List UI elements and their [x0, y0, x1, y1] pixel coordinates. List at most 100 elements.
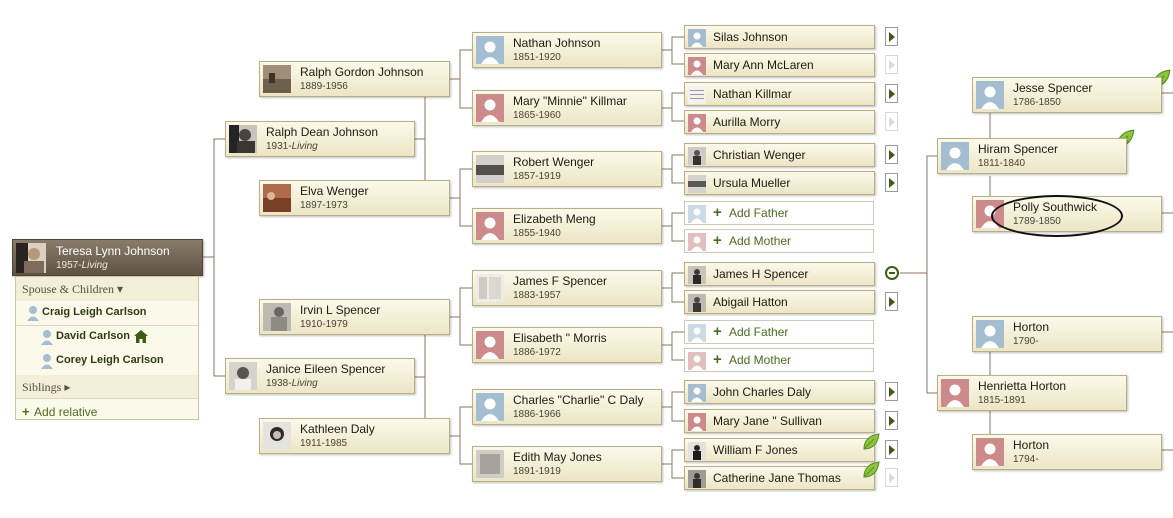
male-silhouette-icon — [41, 330, 53, 345]
add-father-button[interactable]: + Add Father — [684, 201, 874, 225]
person-card[interactable]: Charles "Charlie" C Daly 1886-1966 — [472, 389, 662, 425]
person-card[interactable]: John Charles Daly — [684, 380, 875, 404]
person-card[interactable]: Hiram Spencer 1811-1840 — [937, 138, 1127, 174]
focus-person-photo — [16, 243, 46, 273]
male-silhouette-icon — [976, 320, 1004, 348]
expand-arrow-button[interactable] — [885, 112, 898, 131]
female-silhouette-icon — [941, 379, 969, 407]
person-card[interactable]: Edith May Jones 1891-1919 — [472, 446, 662, 482]
person-name: Mary Jane " Sullivan — [713, 414, 822, 428]
person-dates: 1865-1960 — [513, 110, 561, 121]
female-silhouette-icon — [476, 212, 504, 240]
person-card[interactable]: Silas Johnson — [684, 25, 875, 49]
male-silhouette-icon — [688, 324, 706, 342]
person-card[interactable]: Robert Wenger 1857-1919 — [472, 151, 662, 187]
person-card[interactable]: Nathan Johnson 1851-1920 — [472, 32, 662, 68]
person-dates: 1789-1850 — [1013, 216, 1061, 227]
person-card[interactable]: James H Spencer — [684, 262, 875, 286]
spouse-children-toggle[interactable]: Spouse & Children ▾ — [16, 277, 198, 301]
expand-arrow-button[interactable] — [885, 440, 898, 459]
person-card[interactable]: Nathan Killmar — [684, 82, 875, 106]
divider — [16, 325, 198, 326]
female-silhouette-icon — [688, 233, 706, 251]
person-dates: 1891-1919 — [513, 466, 561, 477]
person-card[interactable]: Kathleen Daly 1911-1985 — [259, 418, 450, 454]
person-card[interactable]: Horton 1794- — [972, 434, 1162, 470]
person-card[interactable]: Aurilla Morry — [684, 110, 875, 134]
person-card[interactable]: Catherine Jane Thomas — [684, 466, 875, 490]
person-card[interactable]: Elva Wenger 1897-1973 — [259, 180, 450, 216]
chevron-right-icon — [889, 89, 895, 99]
person-card[interactable]: Horton 1790- — [972, 316, 1162, 352]
add-mother-button[interactable]: + Add Mother — [684, 229, 874, 253]
hint-leaf-icon[interactable] — [861, 460, 881, 480]
person-card[interactable]: William F Jones — [684, 438, 875, 462]
person-photo — [229, 125, 257, 153]
chevron-right-icon — [889, 117, 895, 127]
expand-arrow-button[interactable] — [885, 382, 898, 401]
person-card[interactable]: Polly Southwick 1789-1850 — [972, 196, 1162, 232]
person-dates: 1911-1985 — [300, 438, 348, 449]
expand-arrow-button[interactable] — [885, 84, 898, 103]
person-card[interactable]: James F Spencer 1883-1957 — [472, 270, 662, 306]
document-thumbnail-icon — [476, 274, 504, 302]
expand-arrow-button[interactable] — [885, 55, 898, 74]
hint-leaf-icon[interactable] — [861, 432, 881, 452]
expand-arrow-button[interactable] — [885, 292, 898, 311]
add-relative-button[interactable]: + Add relative — [22, 403, 97, 421]
person-card[interactable]: Ralph Dean Johnson 1931-Living — [225, 121, 415, 157]
person-name: James H Spencer — [713, 267, 809, 281]
expand-arrow-button[interactable] — [885, 27, 898, 46]
person-dates: 1851-1920 — [513, 52, 561, 63]
add-father-button[interactable]: + Add Father — [684, 320, 874, 344]
male-silhouette-icon — [476, 36, 504, 64]
person-dates: 1857-1919 — [513, 171, 561, 182]
person-name: Silas Johnson — [713, 30, 788, 44]
person-dates: 1886-1972 — [513, 347, 561, 358]
female-silhouette-icon — [688, 57, 706, 75]
person-dates: 1855-1940 — [513, 228, 561, 239]
focus-person-card[interactable]: Teresa Lynn Johnson 1957-Living — [12, 239, 203, 276]
chevron-right-icon — [889, 445, 895, 455]
person-name: Charles "Charlie" C Daly — [513, 393, 644, 407]
person-card[interactable]: Henrietta Horton 1815-1891 — [937, 375, 1127, 411]
expand-arrow-button[interactable] — [885, 173, 898, 192]
person-card[interactable]: Ursula Mueller — [684, 171, 875, 195]
person-name: Janice Eileen Spencer — [266, 362, 386, 376]
plus-icon: + — [713, 204, 722, 221]
plus-icon: + — [713, 323, 722, 340]
person-name: Nathan Killmar — [713, 87, 792, 101]
person-dates: 1815-1891 — [978, 395, 1026, 406]
person-card[interactable]: Elizabeth Meng 1855-1940 — [472, 208, 662, 244]
person-name: Irvin L Spencer — [300, 303, 381, 317]
person-card[interactable]: Mary Jane " Sullivan — [684, 409, 875, 433]
siblings-header: Siblings ▸ — [22, 380, 71, 394]
person-card[interactable]: Mary Ann McLaren — [684, 53, 875, 77]
person-dates: 1889-1956 — [300, 81, 348, 92]
person-photo — [263, 303, 291, 331]
siblings-toggle[interactable]: Siblings ▸ — [16, 375, 198, 399]
expand-arrow-button[interactable] — [885, 411, 898, 430]
person-card[interactable]: Jesse Spencer 1786-1850 — [972, 77, 1162, 113]
person-photo — [688, 147, 706, 165]
person-card[interactable]: Elisabeth " Morris 1886-1972 — [472, 327, 662, 363]
person-name: Henrietta Horton — [978, 379, 1067, 393]
chevron-right-icon — [889, 297, 895, 307]
collapse-minus-icon[interactable] — [885, 266, 899, 280]
person-card[interactable]: Abigail Hatton — [684, 290, 875, 314]
person-card[interactable]: Irvin L Spencer 1910-1979 — [259, 299, 450, 335]
person-dates: 1897-1973 — [300, 200, 348, 211]
person-card[interactable]: Christian Wenger — [684, 143, 875, 167]
person-name: Abigail Hatton — [713, 295, 788, 309]
person-card[interactable]: Ralph Gordon Johnson 1889-1956 — [259, 61, 450, 97]
person-name: Ursula Mueller — [713, 176, 791, 190]
expand-arrow-button[interactable] — [885, 468, 898, 487]
person-card[interactable]: Mary "Minnie" Killmar 1865-1960 — [472, 90, 662, 126]
add-mother-button[interactable]: + Add Mother — [684, 348, 874, 372]
person-card[interactable]: Janice Eileen Spencer 1938-Living — [225, 358, 415, 394]
person-name: Mary "Minnie" Killmar — [513, 94, 627, 108]
person-photo — [688, 175, 706, 193]
person-name: Edith May Jones — [513, 450, 602, 464]
expand-arrow-button[interactable] — [885, 145, 898, 164]
person-name: Christian Wenger — [713, 148, 806, 162]
